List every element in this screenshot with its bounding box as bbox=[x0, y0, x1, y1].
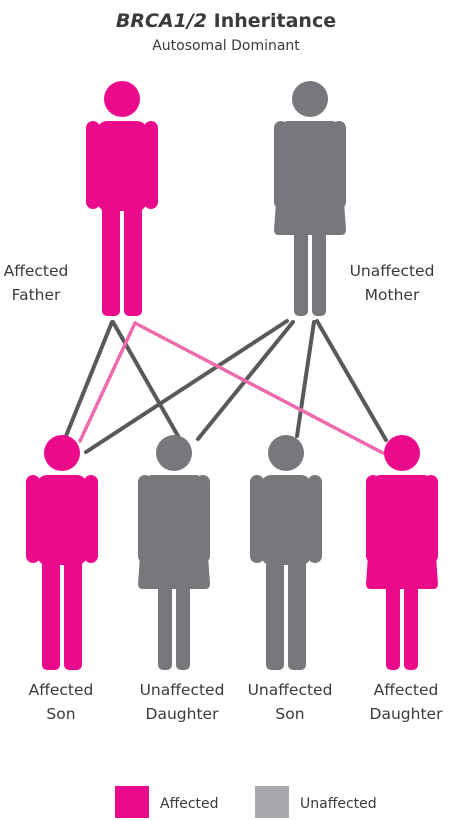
line-father-affected-to-daughter2 bbox=[133, 321, 385, 455]
title-text: Inheritance bbox=[207, 10, 336, 32]
mother-figure-woman-icon bbox=[274, 81, 346, 316]
legend-unaffected-label: Unaffected bbox=[300, 796, 377, 812]
legend-affected-swatch bbox=[115, 786, 149, 818]
father-label-line2: Father bbox=[12, 286, 61, 304]
line-mother-to-son2 bbox=[295, 320, 316, 438]
child1-label-line1: Affected bbox=[29, 681, 94, 699]
child1-label-line2: Son bbox=[46, 705, 75, 723]
page-subtitle: Autosomal Dominant bbox=[152, 38, 300, 54]
line-father-to-son1 bbox=[64, 320, 114, 438]
legend-unaffected-swatch bbox=[255, 786, 289, 818]
mother-label-line2: Mother bbox=[365, 286, 420, 304]
child2-label-line1: Unaffected bbox=[140, 681, 225, 699]
child3-figure-man-icon bbox=[250, 435, 322, 670]
father-figure-man-icon bbox=[86, 81, 158, 316]
mother-label-line1: Unaffected bbox=[350, 262, 435, 280]
child3-label-line2: Son bbox=[275, 705, 304, 723]
child2-label-line2: Daughter bbox=[146, 705, 220, 723]
child2-figure-woman-icon bbox=[138, 435, 210, 670]
line-mother-to-daughter2 bbox=[315, 319, 388, 442]
gene-name: BRCA1/2 bbox=[116, 10, 207, 32]
child4-figure-woman-icon bbox=[366, 435, 438, 670]
legend: Affected Unaffected bbox=[115, 786, 377, 818]
child1-figure-man-icon bbox=[26, 435, 98, 670]
child4-label-line1: Affected bbox=[374, 681, 439, 699]
legend-affected-label: Affected bbox=[160, 796, 219, 812]
inheritance-lines bbox=[64, 319, 388, 455]
page-title: BRCA1/2 Inheritance bbox=[116, 10, 336, 32]
line-father-affected-to-son1 bbox=[78, 321, 137, 443]
line-mother-to-son1 bbox=[84, 319, 289, 454]
father-label-line1: Affected bbox=[4, 262, 69, 280]
line-father-to-daughter1 bbox=[111, 320, 180, 438]
child4-label-line2: Daughter bbox=[370, 705, 444, 723]
child3-label-line1: Unaffected bbox=[248, 681, 333, 699]
